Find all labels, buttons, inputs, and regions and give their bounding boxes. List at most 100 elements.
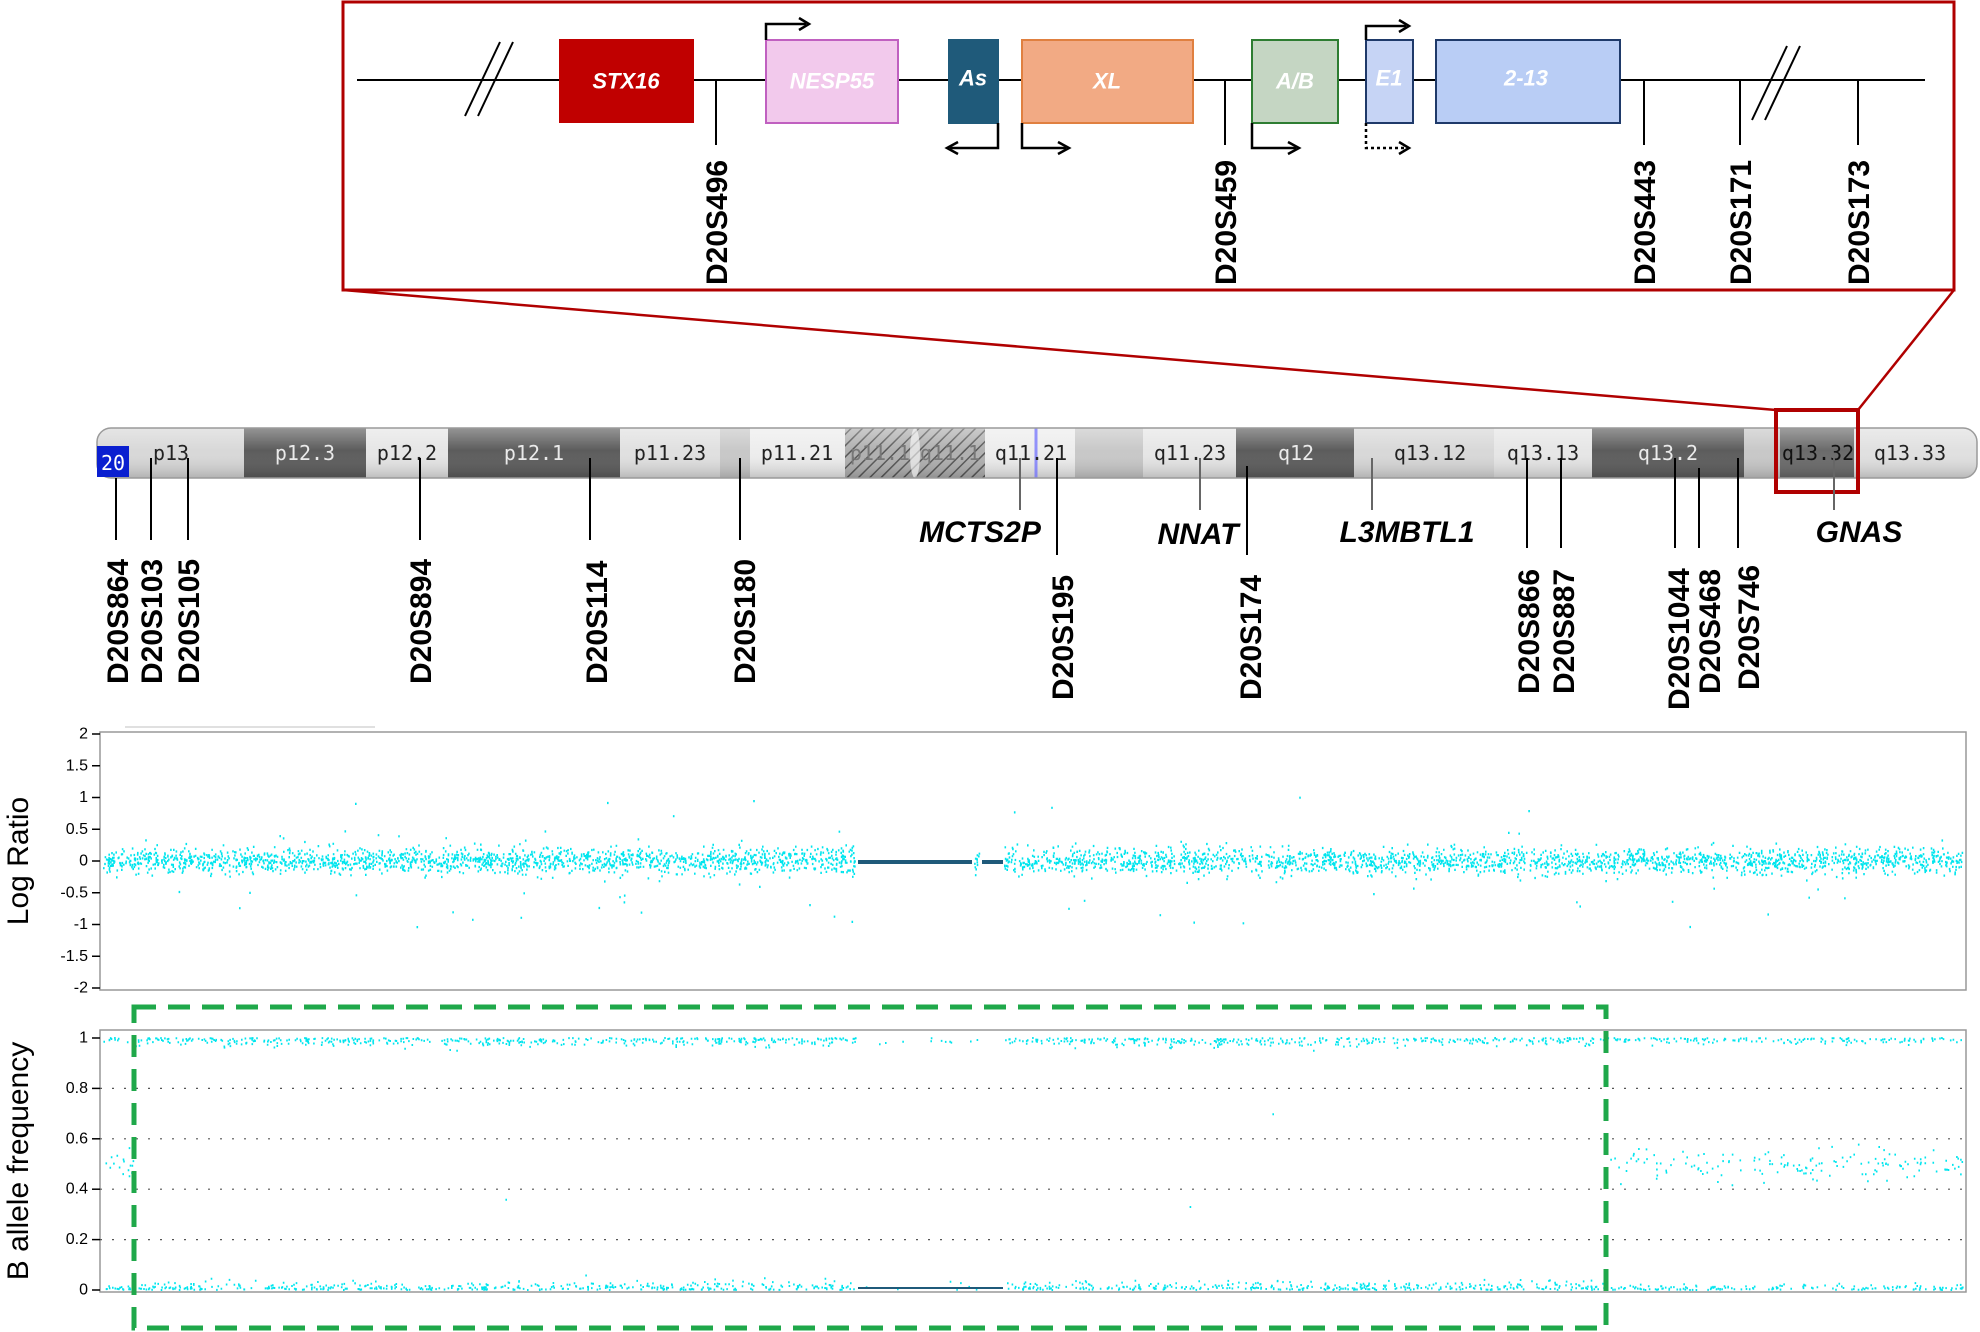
chromosome-gene-labels: MCTS2P NNAT L3MBTL1 GNAS [919, 516, 1902, 551]
band-label: q13.33 [1874, 441, 1946, 465]
band-label: q13.2 [1638, 441, 1698, 465]
arrow-ab-forward [1250, 123, 1302, 156]
gene-stx16: STX16 [559, 39, 694, 123]
marker-label: D20S894 [405, 559, 438, 684]
y-axis-ticks: 21.510.50-0.5-1-1.5-2 [60, 726, 100, 997]
zoom-connector-left [342, 288, 1777, 412]
gene-box [948, 39, 999, 124]
marker-label: D20S496 [701, 160, 734, 285]
gene-label: L3MBTL1 [1340, 516, 1475, 549]
marker-label: D20S864 [102, 559, 135, 684]
band-label: p11.1 [850, 441, 910, 465]
marker-label: D20S195 [1047, 575, 1080, 700]
y-axis-title: Log Ratio [2, 797, 35, 925]
plot-frame [99, 1029, 1967, 1293]
band-label: p12.1 [504, 441, 564, 465]
arrow-xl-forward [1020, 123, 1072, 156]
chromosome-number-badge [97, 446, 129, 477]
y-tick-label: 0.4 [66, 1181, 88, 1198]
marker-label: D20S746 [1733, 565, 1766, 690]
marker-label: D20S174 [1235, 575, 1268, 700]
marker-label: D20S105 [173, 559, 206, 684]
break-mark-right [1751, 45, 1801, 121]
log-ratio-points [103, 796, 1964, 929]
marker-label: D20S171 [1725, 160, 1758, 285]
arrow-nesp55-forward [764, 16, 812, 40]
marker-label: D20S103 [136, 559, 169, 684]
zoom-marker-ticks [715, 80, 1859, 145]
band-label: q13.32 [1782, 441, 1854, 465]
gene-xl: XL [1021, 39, 1194, 124]
gene-label: As [958, 66, 987, 91]
gene-box [559, 39, 694, 123]
y-tick-label: 0.6 [66, 1130, 88, 1147]
gene-box [1251, 39, 1339, 124]
chromosome-number: 20 [101, 451, 125, 475]
marker-label: D20S180 [729, 559, 762, 684]
chromosome-gene-ticks [1019, 458, 1835, 510]
marker-label: D20S443 [1629, 160, 1662, 285]
y-axis-ticks: 1 0.8 0.6 0.4 0.2 0 [66, 1030, 100, 1299]
gene-box [1365, 39, 1414, 124]
gene-label: NNAT [1157, 518, 1241, 551]
band-label: p12.3 [275, 441, 335, 465]
gene-box [1435, 39, 1621, 124]
log-ratio-plot: 21.510.50-0.5-1-1.5-2 Log Ratio [2, 726, 1967, 997]
gene-label: STX16 [592, 69, 660, 94]
band-label: p11.21 [761, 441, 833, 465]
y-tick-label: 0.5 [66, 821, 88, 838]
marker-label: D20S459 [1210, 160, 1243, 285]
band-label: q11.23 [1154, 441, 1226, 465]
band-label: q11.1 [920, 441, 980, 465]
y-tick-label: 1 [79, 789, 88, 806]
band-label: q13.12 [1394, 441, 1466, 465]
y-tick-label: -0.5 [60, 884, 88, 901]
y-tick-label: 0 [79, 1282, 88, 1299]
gene-e1: E1 [1365, 39, 1414, 124]
marker-label: D20S866 [1513, 569, 1546, 694]
y-tick-label: 1 [79, 1030, 88, 1047]
y-tick-label: -1 [74, 916, 88, 933]
gene-label: 2-13 [1503, 66, 1548, 91]
baf-plot: 10.80.60.40.20 B allele frequency [2, 1004, 1967, 1331]
gene-label: XL [1091, 69, 1121, 94]
gene-label: MCTS2P [919, 516, 1042, 549]
y-tick-label: 0 [79, 853, 88, 870]
baf-points [103, 1037, 1964, 1291]
chromosome-marker-labels: D20S864 D20S103 D20S105 D20S894 D20S114 … [102, 559, 1766, 710]
gene-label: GNAS [1816, 516, 1903, 549]
zoom-connector-right [1857, 289, 1955, 411]
zoom-frame [341, 0, 1956, 292]
gene-as: As [948, 39, 999, 124]
zoom-marker-labels: D20S496 D20S459 D20S443 D20S171 D20S173 [701, 160, 1876, 285]
marker-label: D20S114 [581, 560, 614, 684]
baf-point-cloud [103, 1037, 1964, 1291]
band-label: p12.2 [377, 441, 437, 465]
gene-2-13: 2-13 [1435, 39, 1621, 124]
band-label: p11.23 [634, 441, 706, 465]
upd-highlight-box [131, 1004, 1609, 1331]
marker-label: D20S173 [1843, 160, 1876, 285]
gnas-region-highlight-box [1774, 408, 1860, 494]
plot-frame [99, 731, 1967, 991]
y-tick-label: 1.5 [66, 757, 88, 774]
break-mark-left [464, 41, 514, 117]
gene-label: NESP55 [790, 69, 875, 94]
y-tick-label: 2 [79, 726, 88, 743]
marker-label: D20S1044 [1663, 568, 1696, 710]
marker-label: D20S887 [1548, 569, 1581, 694]
band-label: q13.13 [1507, 441, 1579, 465]
chromosome-20-ideogram: 20 p13 p12.3 p12.2 p12.1 p11.23 p11.21 p… [96, 408, 1978, 494]
y-tick-label: 0.8 [66, 1080, 88, 1097]
gnas-locus-zoom-panel: STX16 NESP55 As XL A/B E1 2-13 [341, 0, 1956, 412]
band-label: q12 [1278, 441, 1314, 465]
arrow-as-reverse [944, 123, 1000, 156]
y-tick-label: 0.2 [66, 1231, 88, 1248]
band-label: p13 [153, 441, 189, 465]
band-labels: p13 p12.3 p12.2 p12.1 p11.23 p11.21 p11.… [153, 441, 1946, 465]
transcription-arrows [764, 16, 1412, 156]
chromosome-marker-ticks [115, 458, 1739, 555]
marker-label: D20S468 [1694, 569, 1727, 694]
arrow-e1-forward [1364, 18, 1412, 40]
